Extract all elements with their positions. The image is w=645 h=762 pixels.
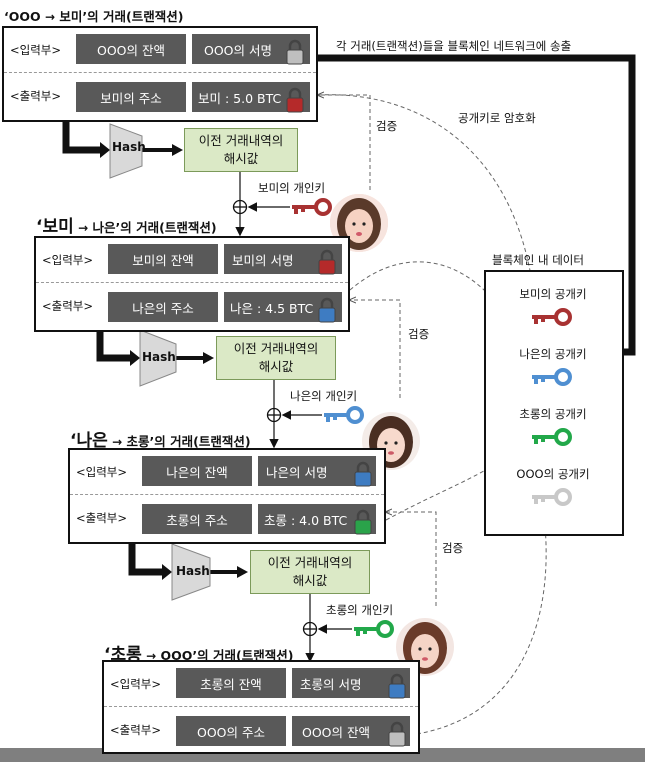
tx1-input-balance: OOO의 잔액 (76, 34, 186, 64)
tx2-amount-text: 나은 : 4.5 BTC (230, 300, 314, 316)
hash-shapes (109, 123, 211, 601)
tx1-signature-text: OOO의 서명 (204, 42, 272, 58)
hash-flow-2 (96, 330, 322, 449)
ledger-box: 보미의 공개키 나은의 공개키 초롱의 공개키 OOO의 공개키 (484, 270, 624, 536)
divider (36, 282, 348, 283)
prev-hash-line1: 이전 거래내역의 (267, 555, 353, 570)
divider (4, 72, 316, 73)
key-icon (532, 428, 572, 446)
arrow-glyph: → (78, 221, 89, 235)
tx1-amount-text: 보미 : 5.0 BTC (198, 90, 282, 106)
hash-flow-3 (128, 542, 352, 663)
key-icon (532, 308, 572, 326)
ledger-title: 블록체인 내 데이터 (492, 253, 584, 267)
tx2-title-to: 나은’의 거래(트랜잭션) (92, 220, 217, 235)
input-label: <입력부> (42, 253, 94, 267)
hash-label: Hash (112, 140, 146, 154)
key-icon (292, 198, 332, 216)
tx2-output-address: 나은의 주소 (108, 292, 218, 322)
tx3-amount-text: 초롱 : 4.0 BTC (264, 512, 348, 528)
private-key-label: 초롱의 개인키 (326, 603, 394, 617)
public-key-label: 보미의 공개키 (519, 287, 587, 301)
tx3-title: ‘나은 → 초롱’의 거래(트랜잭션) (70, 426, 251, 451)
tx4-amount-text: OOO의 잔액 (302, 724, 370, 740)
divider (104, 706, 418, 707)
private-key-label: 보미의 개인키 (258, 181, 326, 195)
prev-hash-line1: 이전 거래내역의 (233, 341, 319, 356)
key-icon (324, 406, 364, 424)
broadcast-label: 각 거래(트랜잭션)들을 블록체인 네트워크에 송출 (336, 39, 572, 53)
prev-hash-line2: 해시값 (223, 151, 259, 166)
tx3-output-address: 초롱의 주소 (142, 504, 252, 534)
input-label: <입력부> (76, 465, 128, 479)
tx1-title-from: ‘OOO (4, 9, 41, 24)
arrow-glyph: → (112, 435, 123, 449)
hash-label: Hash (142, 350, 176, 364)
tx4-signature-text: 초롱의 서명 (300, 676, 362, 692)
tx1-box: <입력부> OOO의 잔액 OOO의 서명 <출력부> 보미의 주소 보미 : … (2, 26, 318, 122)
tx3-input-balance: 나은의 잔액 (142, 456, 252, 486)
lock-icon (318, 297, 336, 323)
tx4-input-balance: 초롱의 잔액 (176, 668, 286, 698)
public-key-label: 나은의 공개키 (519, 347, 587, 361)
tx2-signature-text: 보미의 서명 (232, 252, 294, 268)
tx3-signature-text: 나은의 서명 (266, 464, 328, 480)
lock-icon (354, 461, 372, 487)
lock-icon (286, 87, 304, 113)
tx3-title-from: ‘나은 (70, 431, 108, 451)
encrypt-label: 공개키로 암호화 (458, 111, 536, 125)
hash-flow-1 (62, 120, 290, 237)
lock-icon (318, 249, 336, 275)
tx4-title-to: OOO’의 거래(트랜잭션) (160, 648, 294, 663)
lock-icon (286, 39, 304, 65)
output-label: <출력부> (76, 511, 128, 525)
verify-label: 검증 (408, 327, 430, 341)
tx4-box: <입력부> 초롱의 잔액 초롱의 서명 <출력부> OOO의 주소 OOO의 잔… (102, 660, 420, 754)
output-label: <출력부> (42, 299, 94, 313)
public-key-label: 초롱의 공개키 (519, 407, 587, 421)
tx4-output-address: OOO의 주소 (176, 716, 286, 746)
arrow-glyph: → (45, 10, 56, 24)
tx3-box: <입력부> 나은의 잔액 나은의 서명 <출력부> 초롱의 주소 초롱 : 4.… (68, 448, 386, 544)
tx2-box: <입력부> 보미의 잔액 보미의 서명 <출력부> 나은의 주소 나은 : 4.… (34, 236, 350, 332)
hash-label: Hash (176, 564, 210, 578)
prev-hash-line2: 해시값 (292, 573, 328, 588)
key-icon (532, 368, 572, 386)
private-key-label: 나은의 개인키 (290, 389, 358, 403)
lock-icon (388, 721, 406, 747)
tx2-title-from: ‘보미 (36, 217, 74, 237)
tx2-input-balance: 보미의 잔액 (108, 244, 218, 274)
arrow-glyph: → (146, 649, 157, 663)
input-label: <입력부> (110, 677, 162, 691)
tx2-title: ‘보미 → 나은’의 거래(트랜잭션) (36, 212, 217, 237)
output-label: <출력부> (110, 723, 162, 737)
key-icon (354, 620, 394, 638)
tx3-title-to: 초롱’의 거래(트랜잭션) (126, 434, 251, 449)
output-label: <출력부> (10, 89, 62, 103)
lock-icon (354, 509, 372, 535)
key-icon (532, 488, 572, 506)
tx1-title-to: 보미’의 거래(트랜잭션) (59, 9, 184, 24)
verify-label: 검증 (442, 541, 464, 555)
lock-icon (388, 673, 406, 699)
public-key-label: OOO의 공개키 (516, 467, 590, 481)
prev-hash-line1: 이전 거래내역의 (198, 133, 284, 148)
verify-label: 검증 (376, 119, 398, 133)
xor-symbols (232, 199, 318, 637)
input-label: <입력부> (10, 43, 62, 57)
tx1-output-address: 보미의 주소 (76, 82, 186, 112)
prev-hash-line2: 해시값 (258, 359, 294, 374)
tx1-title: ‘OOO → 보미’의 거래(트랜잭션) (4, 6, 183, 25)
divider (70, 494, 384, 495)
